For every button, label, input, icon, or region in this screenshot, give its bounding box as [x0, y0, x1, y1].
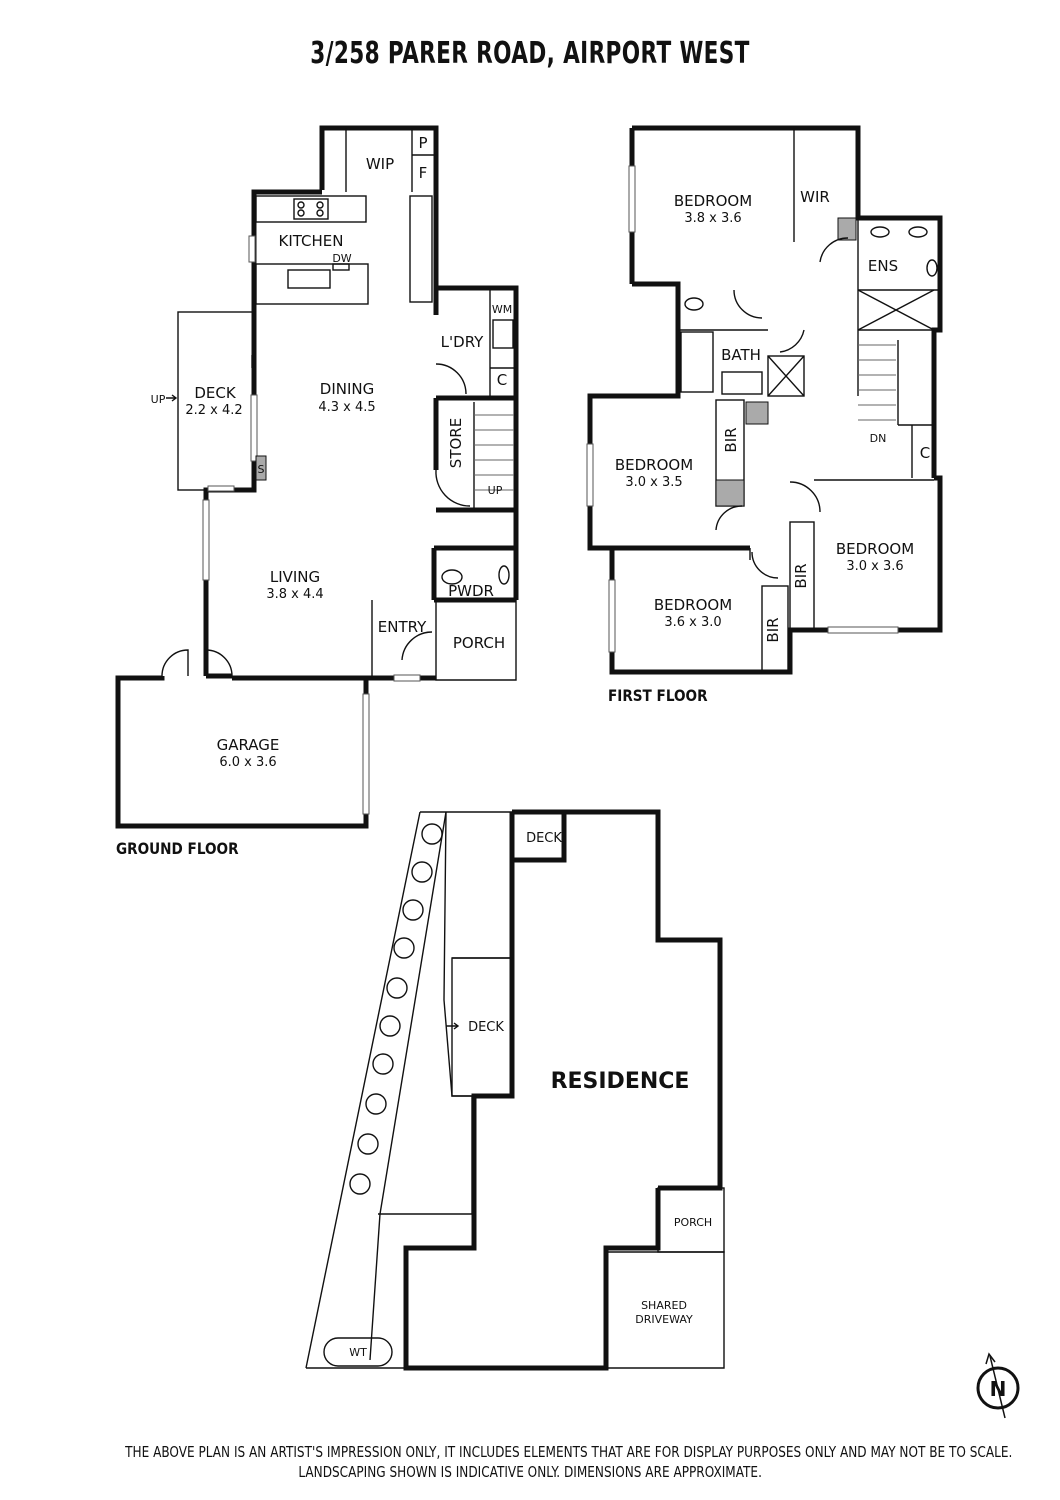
site-plan — [305, 809, 725, 1371]
site-label-residence: RESIDENCE — [551, 1069, 690, 1094]
room-label-store: STORE — [447, 418, 465, 468]
room-dim-deck: 2.2 x 4.2 — [185, 403, 242, 418]
site-label-deck-side: DECK — [468, 1020, 504, 1035]
site-label-water-tank: WT — [349, 1346, 367, 1359]
label-s: S — [258, 463, 265, 476]
room-label-cupboard: C — [497, 371, 507, 389]
room-label-fridge: F — [419, 164, 428, 182]
label-deck-up: UP — [151, 393, 166, 406]
disclaimer-text-1: THE ABOVE PLAN IS AN ARTIST'S IMPRESSION… — [125, 1443, 1013, 1461]
room-label-bir-2: BIR — [792, 563, 810, 588]
room-label-pantry: P — [418, 134, 427, 152]
room-dim-bedroom-4: 3.6 x 3.0 — [664, 615, 721, 630]
room-label-living: LIVING — [270, 568, 320, 586]
site-label-porch: PORCH — [674, 1216, 712, 1229]
disclaimer-line-1: THE ABOVE PLAN IS AN ARTIST'S IMPRESSION… — [0, 1443, 1060, 1461]
room-dim-living: 3.8 x 4.4 — [266, 587, 323, 602]
room-dim-bedroom-1: 3.8 x 3.6 — [684, 211, 741, 226]
room-label-ensuite: ENS — [868, 257, 898, 275]
room-label-entry: ENTRY — [378, 618, 427, 636]
label-washing-machine: WM — [492, 303, 512, 316]
site-label-deck-top: DECK — [526, 831, 562, 846]
room-label-wir: WIR — [800, 188, 830, 206]
room-label-bedroom-1: BEDROOM — [674, 192, 752, 210]
north-compass: N — [976, 1352, 1020, 1419]
plan-title: 3/258 PARER ROAD, AIRPORT WEST — [310, 36, 750, 71]
first-floor-label: FIRST FLOOR — [608, 687, 708, 705]
room-dim-dining: 4.3 x 4.5 — [318, 400, 375, 415]
first-floor-plan — [586, 125, 943, 675]
room-label-laundry: L'DRY — [441, 333, 484, 351]
room-dim-bedroom-3: 3.0 x 3.6 — [846, 559, 903, 574]
site-label-shared: SHARED — [641, 1299, 687, 1312]
site-label-driveway: DRIVEWAY — [635, 1313, 693, 1326]
room-label-cupboard-first: C — [920, 444, 930, 462]
room-dim-garage: 6.0 x 3.6 — [219, 755, 276, 770]
room-label-bedroom-2: BEDROOM — [615, 456, 693, 474]
label-stairs-down: DN — [870, 432, 887, 445]
room-label-bir-1: BIR — [722, 427, 740, 452]
disclaimer-line-2: LANDSCAPING SHOWN IS INDICATIVE ONLY. DI… — [0, 1463, 1060, 1481]
compass-north-label: N — [990, 1377, 1007, 1401]
room-label-deck: DECK — [194, 384, 237, 402]
room-label-bedroom-3: BEDROOM — [836, 540, 914, 558]
room-dim-bedroom-2: 3.0 x 3.5 — [625, 475, 682, 490]
room-label-bath: BATH — [721, 346, 761, 364]
room-label-kitchen: KITCHEN — [279, 232, 344, 250]
room-label-garage: GARAGE — [217, 736, 280, 754]
ground-floor-plan — [115, 125, 519, 829]
disclaimer-text-2: LANDSCAPING SHOWN IS INDICATIVE ONLY. DI… — [298, 1463, 762, 1481]
room-label-dining: DINING — [320, 380, 374, 398]
label-stairs-up: UP — [488, 484, 503, 497]
room-label-porch: PORCH — [453, 634, 505, 652]
room-label-bedroom-4: BEDROOM — [654, 596, 732, 614]
room-label-bir-3: BIR — [764, 617, 782, 642]
room-label-powder: PWDR — [448, 582, 494, 600]
room-label-wip: WIP — [366, 155, 394, 173]
label-dishwasher: DW — [332, 252, 351, 265]
ground-floor-label: GROUND FLOOR — [116, 840, 239, 858]
